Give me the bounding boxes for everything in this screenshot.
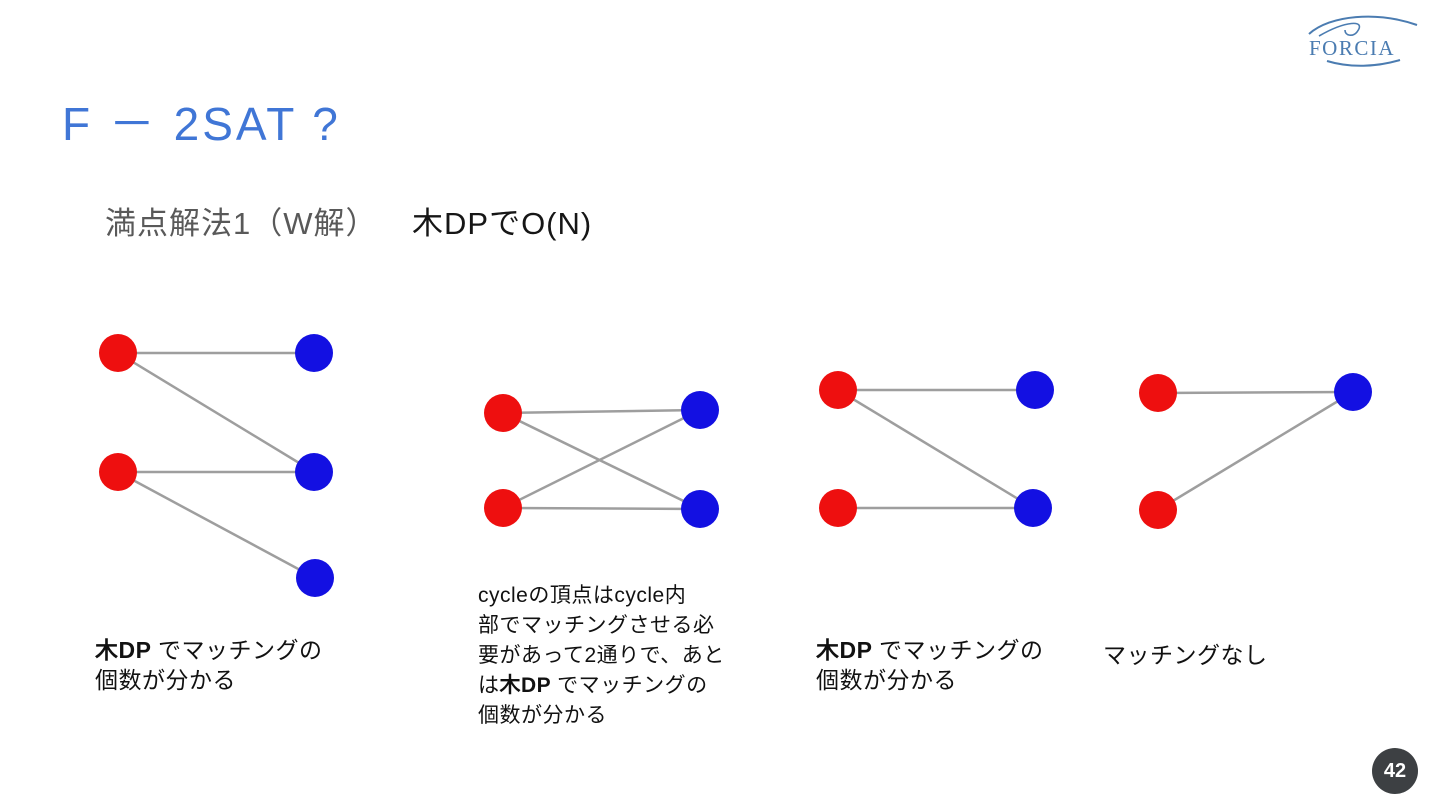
blue-node xyxy=(296,559,334,597)
blue-node xyxy=(1016,371,1054,409)
graph-edge xyxy=(1157,390,1354,395)
blue-node xyxy=(1014,489,1052,527)
caption-graph-3: 木DP でマッチングの個数が分かる xyxy=(816,635,1043,695)
red-node xyxy=(1139,491,1177,529)
graph-edge xyxy=(502,408,701,415)
logo-text: FORCIA xyxy=(1309,36,1395,60)
caption-graph-4: マッチングなし xyxy=(1103,640,1268,670)
graph-edge xyxy=(1157,390,1354,512)
red-node xyxy=(484,394,522,432)
caption-graph-2: cycleの頂点はcycle内部でマッチングさせる必要があって2通りで、あとは木… xyxy=(478,581,725,731)
graph-edge xyxy=(117,351,315,474)
caption-line: は木DP でマッチングの xyxy=(478,674,708,697)
red-node xyxy=(99,334,137,372)
red-node xyxy=(1139,374,1177,412)
caption-line: 部でマッチングさせる必 xyxy=(478,614,715,637)
graph-4 xyxy=(1139,373,1372,529)
red-node xyxy=(99,453,137,491)
page-number-badge: 42 xyxy=(1372,748,1418,794)
slide-title: F － 2SAT ? xyxy=(62,98,341,150)
caption-line: cycleの頂点はcycle内 xyxy=(478,584,687,607)
blue-node xyxy=(295,453,333,491)
graph-edge xyxy=(117,470,316,580)
graph-1 xyxy=(99,334,334,597)
logo-lower-arc xyxy=(1326,59,1401,67)
logo-upper-swoosh xyxy=(1308,15,1418,35)
caption-line: 個数が分かる xyxy=(95,667,236,693)
caption-line: 個数が分かる xyxy=(478,704,607,727)
blue-node xyxy=(681,490,719,528)
graph-edge xyxy=(502,506,701,511)
graph-3 xyxy=(819,371,1054,527)
graph-edge xyxy=(502,408,701,510)
red-node xyxy=(819,371,857,409)
caption-line: マッチングなし xyxy=(1103,642,1268,668)
red-node xyxy=(819,489,857,527)
caption-line: 個数が分かる xyxy=(816,667,957,693)
heading-solution-label: 満点解法1（W解） xyxy=(105,206,378,241)
graph-2 xyxy=(484,391,719,528)
caption-line: 木DP でマッチングの xyxy=(816,637,1044,663)
red-node xyxy=(484,489,522,527)
graph-edge xyxy=(837,388,1034,510)
caption-line: 木DP でマッチングの xyxy=(95,637,323,663)
caption-line: 要があって2通りで、あと xyxy=(478,644,725,667)
graph-edge xyxy=(502,411,701,511)
caption-graph-1: 木DP でマッチングの個数が分かる xyxy=(95,635,322,695)
forcia-logo: FORCIA xyxy=(1305,10,1420,68)
blue-node xyxy=(681,391,719,429)
blue-node xyxy=(1334,373,1372,411)
logo-inner-swoosh xyxy=(1318,22,1361,37)
blue-node xyxy=(295,334,333,372)
heading-tree-dp-complexity: 木DPでO(N) xyxy=(412,206,593,241)
